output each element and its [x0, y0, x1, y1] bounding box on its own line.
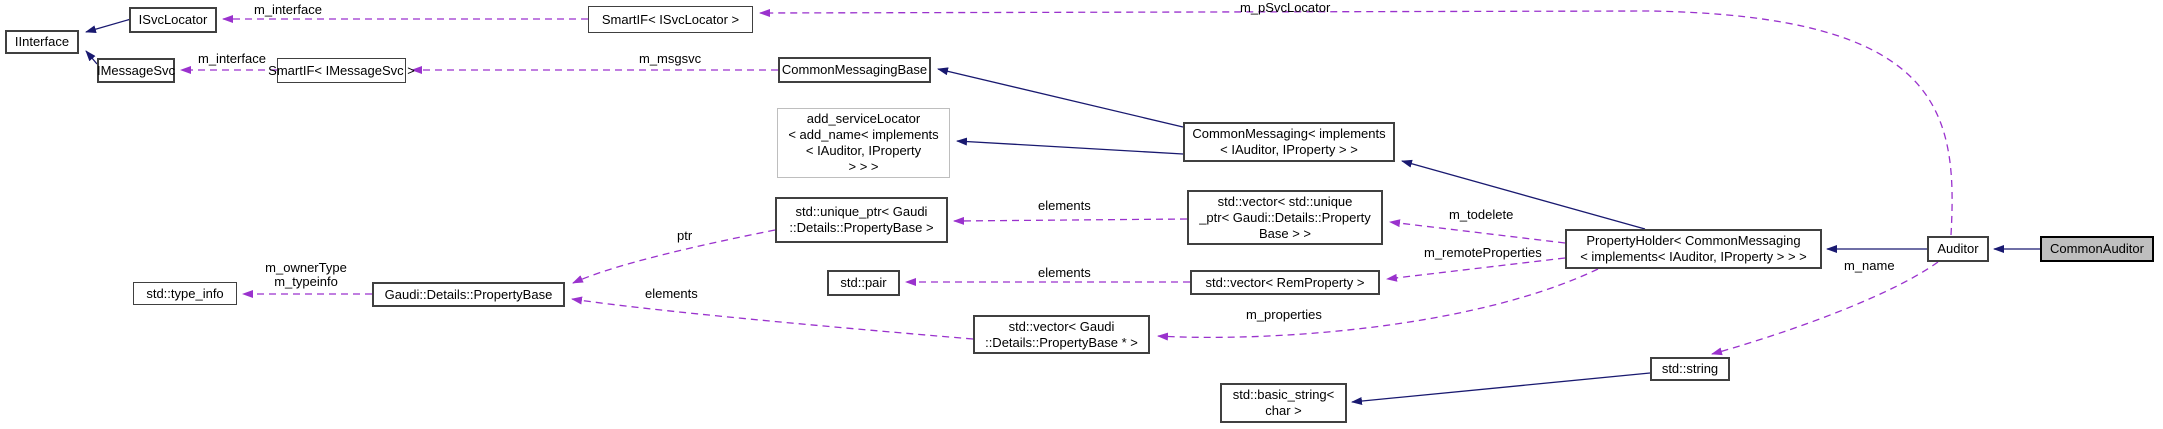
- node-pair[interactable]: std::pair: [827, 270, 900, 296]
- node-isvclocator[interactable]: ISvcLocator: [129, 7, 217, 33]
- node-auditor[interactable]: Auditor: [1927, 236, 1989, 262]
- node-propertybase[interactable]: Gaudi::Details::PropertyBase: [372, 282, 565, 307]
- edge-label-m-remoteproperties: m_remoteProperties: [1424, 245, 1542, 260]
- node-vector-unique-ptr[interactable]: std::vector< std::unique _ptr< Gaudi::De…: [1187, 190, 1383, 245]
- node-propertyholder[interactable]: PropertyHolder< CommonMessaging < implem…: [1565, 229, 1822, 269]
- edge-propertyholder-to-vector-unique-ptr: [1389, 219, 1566, 244]
- edge-label-m-ownertype-m-typeinfo: m_ownerType m_typeinfo: [265, 260, 347, 289]
- node-imessagesvc[interactable]: IMessageSvc: [97, 58, 175, 83]
- edge-label-m-properties: m_properties: [1246, 307, 1322, 322]
- node-vector-remproperty[interactable]: std::vector< RemProperty >: [1190, 270, 1380, 295]
- node-unique-ptr[interactable]: std::unique_ptr< Gaudi ::Details::Proper…: [775, 197, 948, 243]
- node-string[interactable]: std::string: [1650, 357, 1730, 381]
- edge-commonmessaging-to-commonmessagingbase: [937, 67, 1184, 128]
- node-commonauditor: CommonAuditor: [2040, 236, 2154, 262]
- node-add-servicelocator: add_serviceLocator < add_name< implement…: [777, 108, 950, 178]
- node-commonmessagingbase[interactable]: CommonMessagingBase: [778, 57, 931, 83]
- edge-propertyholder-to-commonmessaging: [1401, 159, 1646, 230]
- edge-commonmessaging-to-add-servicelocator: [956, 137, 1184, 155]
- edge-isvclocator-to-iinterface: [85, 18, 132, 34]
- edge-label-m-name: m_name: [1844, 258, 1895, 273]
- edge-label-elements-pair: elements: [1038, 265, 1091, 280]
- edge-vector-propertybase-ptr-to-propertybase: [571, 296, 974, 340]
- edge-propertyholder-to-vector-propertybase-ptr: [1157, 268, 1599, 341]
- edge-label-m-psvclocator: m_pSvcLocator: [1240, 0, 1331, 15]
- edge-auditor-to-string: [1711, 261, 1939, 356]
- edge-label-m-interface-svclocator: m_interface: [254, 2, 322, 17]
- edge-label-elements-propertybase: elements: [645, 286, 698, 301]
- edge-label-ptr: ptr: [677, 228, 693, 243]
- edge-label-m-interface-messagesvc: m_interface: [198, 51, 266, 66]
- edge-label-m-msgsvc: m_msgsvc: [639, 51, 702, 66]
- node-type-info[interactable]: std::type_info: [133, 282, 237, 305]
- edge-label-elements-unique-ptr: elements: [1038, 198, 1091, 213]
- edge-label-m-todelete: m_todelete: [1449, 207, 1514, 222]
- node-vector-propertybase-ptr[interactable]: std::vector< Gaudi ::Details::PropertyBa…: [973, 315, 1150, 354]
- edge-imessagesvc-to-iinterface: [85, 50, 98, 65]
- node-smartif-imessagesvc[interactable]: SmartIF< IMessageSvc >: [268, 58, 415, 83]
- edge-auditor-to-smartif-isvclocator: [759, 8, 1953, 236]
- node-smartif-isvclocator[interactable]: SmartIF< ISvcLocator >: [588, 6, 753, 33]
- node-iinterface[interactable]: IInterface: [5, 30, 79, 54]
- edge-unique-ptr-to-propertybase: [572, 229, 776, 284]
- node-commonmessaging[interactable]: CommonMessaging< implements < IAuditor, …: [1183, 122, 1395, 162]
- edge-vector-unique-ptr-to-unique-ptr: [953, 216, 1188, 225]
- edge-propertyholder-to-vector-remproperty: [1386, 257, 1566, 282]
- edge-string-to-basic-string: [1351, 372, 1651, 406]
- node-basic-string[interactable]: std::basic_string< char >: [1220, 383, 1347, 423]
